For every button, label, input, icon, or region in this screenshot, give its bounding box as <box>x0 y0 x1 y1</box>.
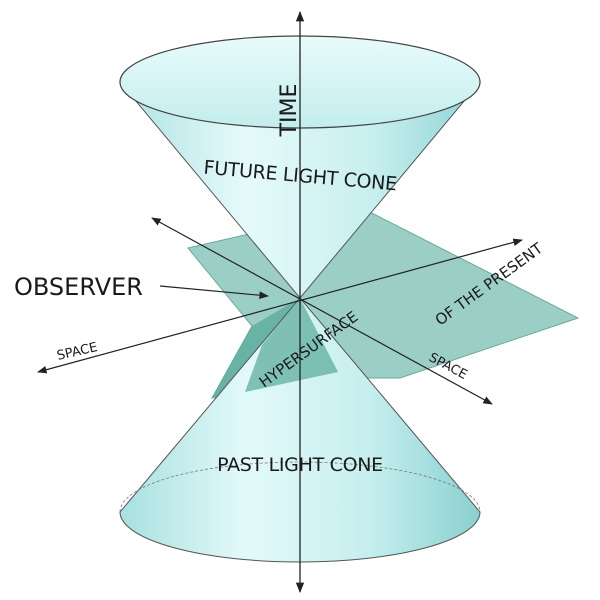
observer-label: OBSERVER <box>14 273 143 301</box>
space-left-label: SPACE <box>56 340 100 364</box>
space-axis-2 <box>151 217 493 405</box>
observer-arrow <box>159 285 269 300</box>
time-label: TIME <box>277 84 302 138</box>
past-light-cone-label: PAST LIGHT CONE <box>217 454 383 476</box>
